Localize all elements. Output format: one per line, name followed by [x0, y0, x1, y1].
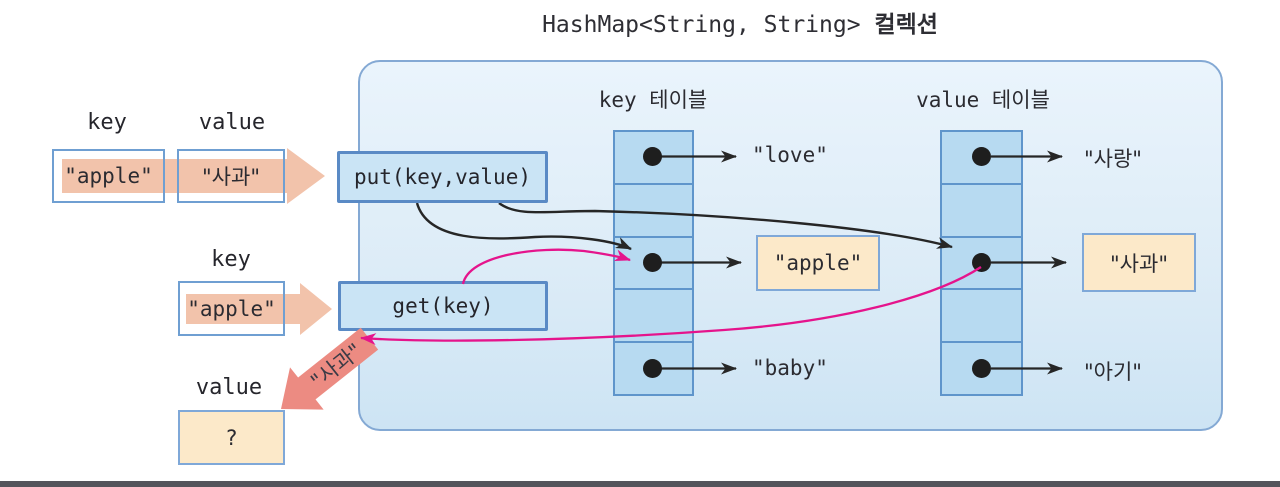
key-table-column — [613, 130, 694, 396]
put-method-box: put(key,value) — [337, 151, 548, 203]
value-slot5-string: "아기" — [1084, 360, 1142, 384]
key-slot3-string-box: "apple" — [756, 235, 880, 291]
key-table-cell-4 — [615, 290, 692, 344]
value-table-cell-5 — [942, 343, 1021, 394]
put-value-label: value — [198, 110, 266, 135]
get-method-box: get(key) — [338, 281, 548, 331]
screenshot-bottom-edge — [0, 481, 1280, 487]
get-key-label: key — [211, 247, 251, 272]
key-table-label: key 테이블 — [598, 88, 708, 112]
value-table-column — [940, 130, 1023, 396]
diagram-title-korean: 컬렉션 — [860, 12, 938, 38]
diagram-title: HashMap<String, String> 컬렉션 — [440, 5, 1040, 39]
value-table-label: value 테이블 — [916, 88, 1050, 112]
value-table-cell-2 — [942, 185, 1021, 238]
get-key-input-box: "apple" — [178, 281, 285, 336]
key-table-cell-5 — [615, 343, 692, 394]
value-table-cell-4 — [942, 290, 1021, 344]
value-table-cell-1 — [942, 132, 1021, 185]
result-value-box: ? — [178, 410, 285, 465]
key-slot1-string: "love" — [752, 143, 828, 167]
key-slot5-string: "baby" — [752, 356, 828, 380]
key-table-cell-1 — [615, 132, 692, 185]
value-slot3-string-box: "사과" — [1082, 233, 1196, 292]
value-slot1-string: "사랑" — [1084, 147, 1142, 171]
key-table-cell-2 — [615, 185, 692, 238]
diagram-title-code: HashMap<String, String> — [542, 12, 861, 38]
value-table-cell-3 — [942, 238, 1021, 291]
put-key-label: key — [87, 110, 127, 135]
put-key-input-box: "apple" — [52, 149, 165, 203]
result-value-label: value — [195, 375, 263, 400]
put-value-input-box: "사과" — [177, 149, 285, 203]
key-table-cell-3 — [615, 238, 692, 291]
